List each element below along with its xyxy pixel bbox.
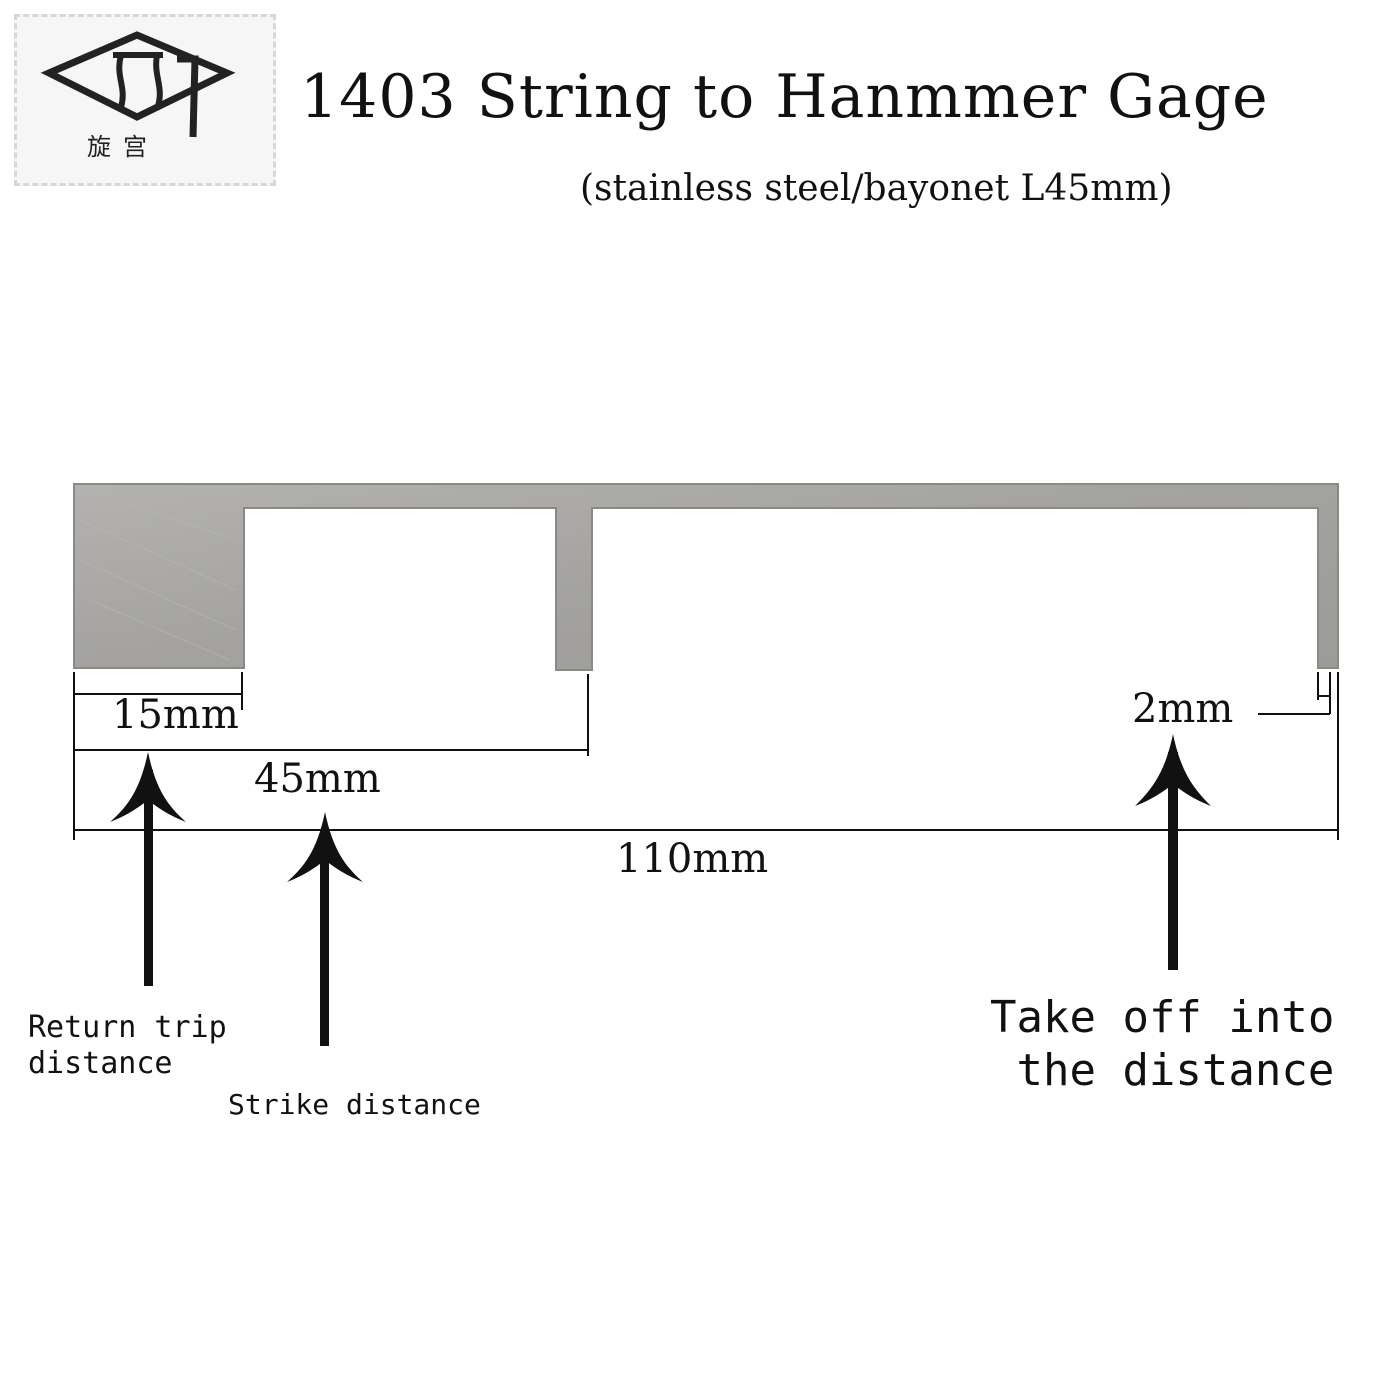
- logo-text: 旋宫: [87, 133, 159, 161]
- dim-15-lines: [73, 672, 243, 840]
- dim-45-lines: [74, 674, 589, 756]
- brand-logo: 旋宫: [14, 14, 276, 186]
- brand-logo-icon: [40, 31, 236, 138]
- arrow-strike: [287, 812, 363, 1046]
- gauge-body: [73, 483, 1339, 671]
- dim-110-lines: [74, 672, 1339, 840]
- dim-2-lines: [1258, 672, 1331, 715]
- dim-2-label: 2mm: [1132, 686, 1234, 732]
- brushed-texture: [79, 499, 237, 661]
- page-title: 1403 String to Hanmmer Gage: [300, 62, 1269, 132]
- take-off-label: Take off into the distance: [990, 992, 1335, 1096]
- page-subtitle: (stainless steel/bayonet L45mm): [580, 168, 1173, 209]
- dim-110-label: 110mm: [616, 836, 769, 882]
- arrow-take-off: [1135, 734, 1211, 970]
- return-trip-label: Return trip distance: [28, 1010, 227, 1081]
- arrow-return-trip: [110, 752, 186, 986]
- dim-15-label: 15mm: [112, 692, 239, 738]
- dim-45-label: 45mm: [254, 756, 381, 802]
- strike-distance-label: Strike distance: [228, 1088, 481, 1121]
